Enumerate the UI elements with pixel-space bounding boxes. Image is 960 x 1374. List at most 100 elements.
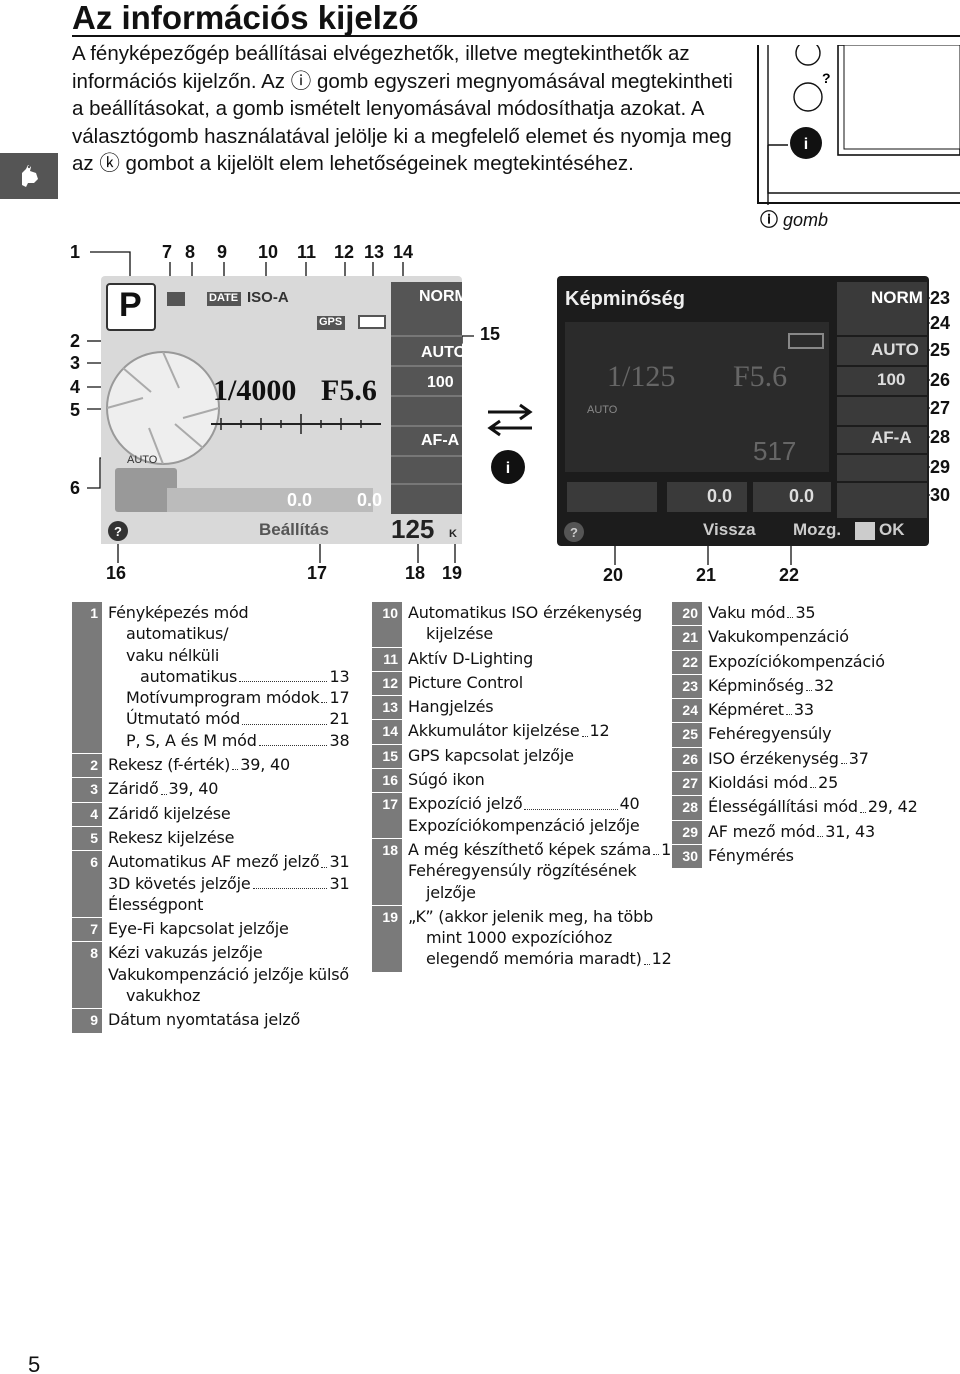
legend-label: Záridő: [108, 779, 159, 799]
exp-comp-value-right: 0.0: [789, 486, 815, 506]
quality-value-right: NORM: [871, 288, 923, 307]
legend-number: 19: [372, 905, 402, 973]
legend-label: kijelzése: [426, 624, 494, 644]
callout-29: 29: [930, 457, 951, 477]
leader-dots: [840, 748, 847, 765]
legend-item: 18A még készíthető képek száma12Fehéregy…: [372, 838, 681, 906]
legend-label: „K” (akkor jelenik meg, ha több: [408, 906, 654, 926]
camera-back-illustration: ? i: [757, 45, 960, 205]
callout-3: 3: [70, 353, 81, 373]
help-icon-right: [564, 522, 584, 542]
legend-label: vakukhoz: [126, 986, 201, 1006]
legend-label: 3D követés jelzője: [108, 873, 251, 893]
legend-line: kijelzése: [408, 623, 642, 644]
legend-number: 21: [672, 626, 702, 651]
gps-box: [317, 316, 345, 330]
callout-14: 14: [393, 242, 414, 262]
leader-dots: [321, 687, 328, 704]
back-label: Vissza: [703, 520, 756, 539]
legend-label: Kioldási mód: [708, 773, 809, 793]
leader-dots: [232, 754, 239, 771]
info-button: [790, 127, 822, 159]
callout-10: 10: [258, 242, 279, 262]
page-reference: 12: [651, 949, 672, 969]
legend-line: Vaku mód 35: [708, 602, 816, 623]
callout-27: 27: [930, 398, 951, 418]
legend-label: Kézi vakuzás jelzője: [108, 943, 263, 963]
wb-value-right: AUTO: [871, 340, 919, 359]
legend-label: Aktív D-Lighting: [408, 648, 534, 668]
iso-value-right: 100: [877, 370, 906, 389]
legend-line: vakukhoz: [108, 985, 349, 1006]
leader-dots: [160, 778, 167, 795]
callout-16: 16: [106, 563, 127, 583]
legend-label: Vaku mód: [708, 603, 786, 622]
callout-30: 30: [930, 485, 951, 505]
legend-label: Fehéregyensúly: [708, 724, 832, 744]
leader-dots: [242, 708, 328, 725]
legend-line: Vakukompenzáció: [708, 626, 849, 647]
legend-line: elegendő memória maradt)12: [408, 948, 672, 969]
page-title: Az információs kijelző: [72, 0, 419, 36]
shutter-speed: 1/4000: [213, 374, 297, 407]
settings-label: Beállítás: [259, 520, 329, 539]
legend-label: Záridő kijelzése: [108, 803, 231, 823]
page-reference: 32: [814, 675, 834, 695]
date-label: DATE: [209, 292, 239, 304]
callout-28: 28: [930, 427, 951, 447]
legend-label: Súgó ikon: [408, 770, 485, 790]
legend-label: Expozíciókompenzáció: [708, 651, 885, 671]
legend-number: 23: [672, 674, 702, 700]
info-button-caption: ⓘ gomb: [760, 210, 829, 230]
legend-label: Élességpont: [108, 894, 204, 914]
leader-dots: [581, 720, 588, 737]
callout-8: 8: [185, 242, 196, 262]
page-reference: 31: [329, 852, 350, 872]
leader-dots: [785, 699, 792, 716]
legend-text: Fénymérés: [702, 845, 794, 869]
legend-text: Aktív D-Lighting: [402, 648, 533, 672]
date-box: [207, 292, 241, 306]
legend-number: 10: [372, 602, 402, 648]
legend-label: Képméret: [708, 700, 784, 720]
exp-comp-box: [753, 482, 831, 512]
callout-13: 13: [364, 242, 385, 262]
page-reference: 40: [619, 794, 640, 814]
leader-dots: [859, 796, 866, 813]
legend-line: A még készíthető képek száma12: [408, 839, 681, 860]
legend-text: Eye-Fi kapcsolat jelzője: [102, 918, 289, 942]
callout-20: 20: [603, 565, 624, 585]
page-number: 5: [28, 1352, 41, 1374]
legend-line: Fehéregyensúly rögzítésének: [408, 860, 681, 881]
leader-dots: [817, 821, 824, 837]
callout-9: 9: [217, 242, 228, 262]
legend-line: Hangjelzés: [408, 696, 494, 717]
aperture-value: F5.6: [321, 374, 377, 407]
legend-number: 28: [672, 796, 702, 821]
page-reference: 35: [795, 603, 816, 622]
flash-comp-value: 0.0: [287, 490, 313, 510]
move-label: Mozg.: [793, 520, 842, 539]
frames-remaining-right: 517: [753, 436, 797, 466]
legend-line: vaku nélküli: [108, 645, 349, 666]
legend-text: GPS kapcsolat jelzője: [402, 745, 574, 769]
legend-label: Fényképezés mód: [108, 603, 249, 622]
legend-line: Eye-Fi kapcsolat jelzője: [108, 918, 289, 939]
flash-mode-box: [567, 482, 657, 512]
